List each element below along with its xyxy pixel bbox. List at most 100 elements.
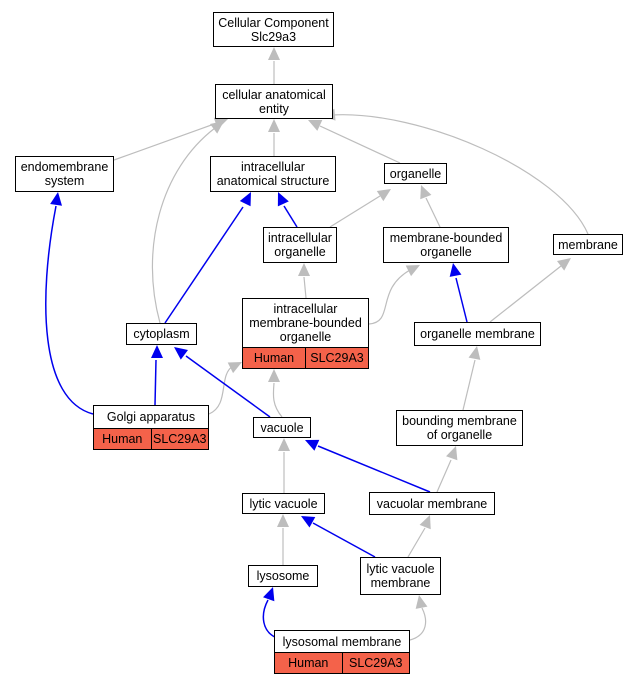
arrowhead-icon — [268, 369, 280, 382]
edge-io-ias — [277, 192, 298, 228]
edge-lm-lvm — [409, 595, 428, 641]
node-membrane: membrane — [553, 234, 623, 255]
edge-vacuole-imbo — [268, 369, 283, 418]
arrowhead-icon — [419, 515, 431, 530]
node-lysosomal-membrane: lysosomal membrane Human SLC29A3 — [274, 630, 410, 674]
node-label: Cellular Component Slc29a3 — [218, 15, 329, 44]
annotation-gene: SLC29A3 — [305, 348, 368, 368]
arrowhead-icon — [305, 439, 320, 451]
node-label: cytoplasm — [133, 327, 190, 341]
node-label: organelle — [389, 166, 442, 181]
edge-lysosome-lv — [277, 514, 289, 565]
edge-vm-vacuole — [305, 439, 431, 493]
node-label: lysosomal membrane — [282, 634, 402, 649]
node-vacuolar-membrane: vacuolar membrane — [369, 492, 495, 515]
node-golgi-apparatus: Golgi apparatus Human SLC29A3 — [93, 405, 209, 450]
arrowhead-icon — [308, 119, 323, 131]
arrowhead-icon — [50, 192, 63, 206]
arrowhead-icon — [376, 189, 391, 202]
node-label: vacuole — [260, 420, 304, 435]
node-label: intracellular organelle — [268, 231, 332, 259]
edge-membrane-cae — [322, 108, 589, 235]
node-label: membrane-bounded organelle — [389, 231, 503, 259]
arrowhead-icon — [557, 258, 571, 271]
node-label: cellular anatomical entity — [222, 87, 326, 116]
annotation-row: Human SLC29A3 — [275, 652, 409, 673]
edge-golgi-cytoplasm — [151, 345, 163, 406]
edge-cae-root — [268, 47, 280, 84]
node-intracellular-anatomical-structure: intracellular anatomical structure — [210, 156, 336, 192]
edge-imbo-mbo — [368, 265, 420, 325]
annotation-gene: SLC29A3 — [150, 429, 209, 449]
node-label: membrane — [558, 237, 618, 252]
annotation-gene: SLC29A3 — [341, 653, 410, 673]
node-bounding-membrane-of-organelle: bounding membrane of organelle — [396, 410, 523, 446]
edge-imbo-io — [298, 263, 310, 299]
annotation-row: Human SLC29A3 — [94, 428, 208, 449]
arrowhead-icon — [277, 192, 289, 207]
node-label: vacuolar membrane — [376, 496, 488, 511]
arrowhead-icon — [239, 192, 251, 207]
edge-vacuole-cytoplasm — [174, 347, 271, 418]
edge-cytoplasm-ias — [164, 192, 251, 324]
arrowhead-icon — [227, 362, 242, 374]
node-label: bounding membrane of organelle — [402, 414, 517, 442]
edge-cytoplasm-cae — [151, 121, 224, 324]
node-endomembrane-system: endomembrane system — [15, 156, 114, 192]
arrowhead-icon — [298, 263, 310, 276]
edge-lv-vacuole — [278, 438, 290, 493]
node-label: lysosome — [256, 569, 310, 583]
arrowhead-icon — [468, 346, 481, 360]
node-lytic-vacuole: lytic vacuole — [242, 493, 325, 514]
arrowhead-icon — [420, 185, 432, 200]
node-cytoplasm: cytoplasm — [126, 323, 197, 345]
node-membrane-bounded-organelle: membrane-bounded organelle — [383, 227, 509, 263]
arrowhead-icon — [405, 265, 420, 277]
edge-cytoplasm-endomembrane — [45, 192, 94, 415]
annotation-species: Human — [288, 656, 329, 670]
node-label: lytic vacuole — [249, 496, 318, 511]
arrowhead-icon — [301, 516, 316, 528]
node-label: intracellular membrane-bounded organelle — [249, 302, 362, 344]
node-vacuole: vacuole — [253, 417, 311, 438]
arrowhead-icon — [151, 345, 163, 358]
node-lytic-vacuole-membrane: lytic vacuole membrane — [360, 557, 441, 595]
node-label: Golgi apparatus — [106, 410, 196, 424]
edge-om-mbo — [449, 263, 468, 323]
edge-lm-lysosome — [262, 587, 278, 639]
node-root: Cellular Component Slc29a3 — [213, 12, 334, 47]
node-label: organelle membrane — [420, 327, 535, 341]
node-label: lytic vacuole membrane — [366, 562, 435, 590]
arrowhead-icon — [449, 263, 462, 277]
arrowhead-icon — [278, 438, 290, 451]
node-cellular-anatomical-entity: cellular anatomical entity — [215, 84, 333, 119]
annotation-species: Human — [102, 432, 143, 446]
arrowhead-icon — [263, 587, 275, 602]
arrowhead-icon — [446, 446, 458, 461]
arrowhead-icon — [415, 595, 428, 609]
edge-ias-cae — [268, 119, 280, 156]
edge-vm-bmo — [436, 446, 458, 493]
annotation-species: Human — [253, 351, 295, 365]
node-intracellular-organelle: intracellular organelle — [263, 227, 337, 263]
edge-mbo-organelle — [420, 185, 441, 228]
arrowhead-icon — [174, 347, 188, 360]
edge-io-organelle — [329, 189, 391, 228]
edge-lvm-vm — [407, 515, 431, 558]
node-label: endomembrane system — [20, 160, 109, 188]
arrowhead-icon — [268, 47, 280, 60]
arrowhead-icon — [210, 121, 224, 134]
node-intracellular-membrane-bounded-organelle: intracellular membrane-bounded organelle… — [242, 298, 369, 369]
edge-golgi-imbo — [208, 362, 242, 415]
node-label: intracellular anatomical structure — [216, 160, 330, 188]
annotation-row: Human SLC29A3 — [243, 347, 368, 368]
edge-organelle-cae — [308, 119, 401, 164]
arrowhead-icon — [268, 119, 280, 132]
node-lysosome: lysosome — [248, 565, 318, 587]
node-organelle: organelle — [384, 163, 447, 184]
arrowhead-icon — [277, 514, 289, 527]
node-organelle-membrane: organelle membrane — [414, 322, 541, 346]
edge-om-membrane — [489, 258, 571, 323]
